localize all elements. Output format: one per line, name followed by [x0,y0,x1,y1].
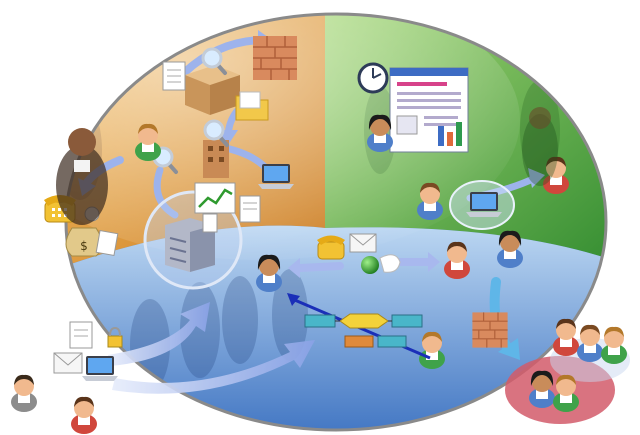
firewall-icon [471,311,509,349]
businessman-photo [56,128,108,225]
laptop-icon [258,164,294,189]
document-icon [69,321,93,349]
document-icon [95,230,119,256]
incoming-arrows [108,302,315,394]
server-hub [143,182,243,290]
clock-icon [357,62,389,94]
lock-icon [107,326,123,348]
chart-icon [194,182,236,214]
document-icon [162,61,186,91]
client-group [505,318,630,424]
email-icon [53,352,83,374]
flowchart-icon [287,293,431,360]
globe-icon [361,254,401,274]
svg-text:$: $ [80,239,88,253]
package-icon [185,65,240,115]
laptop-icon [82,356,118,381]
person-icon [71,396,97,434]
businessman-photo [522,107,558,186]
building-icon [203,140,229,178]
laptop-group [449,180,515,230]
report-window-icon [389,67,469,153]
document-icon [239,195,261,223]
external-users [11,321,123,434]
document-icon [202,213,218,233]
folder-icon [235,91,269,121]
phone-icon [317,235,345,260]
person-icon [11,374,37,412]
firewall-icon [252,35,298,81]
email-icon [349,233,377,253]
